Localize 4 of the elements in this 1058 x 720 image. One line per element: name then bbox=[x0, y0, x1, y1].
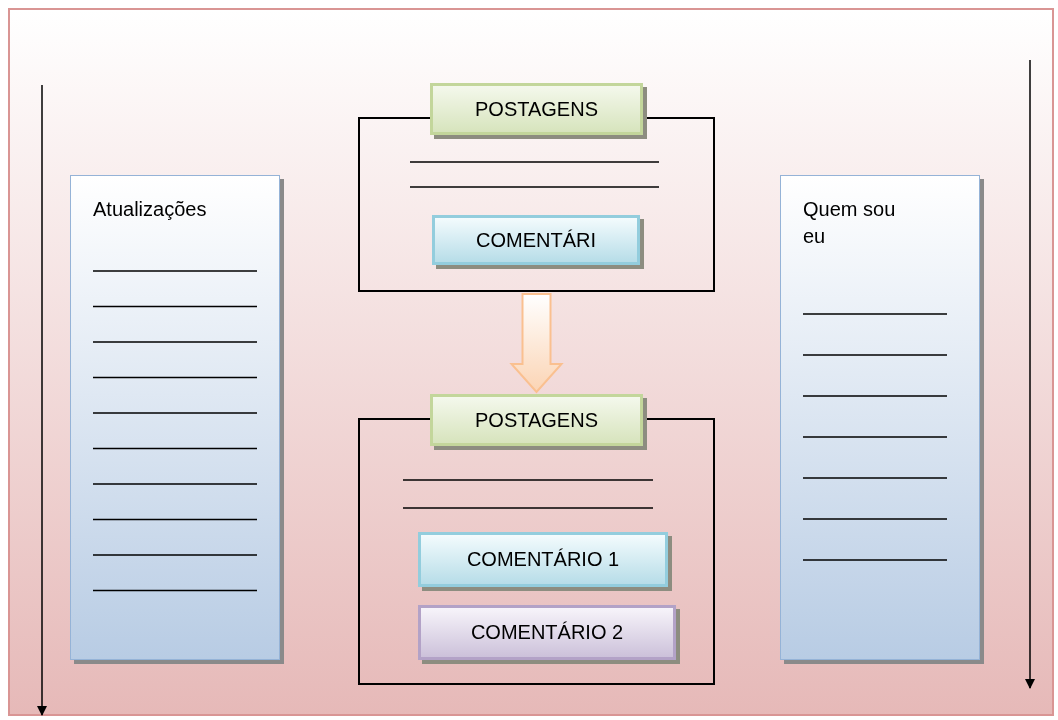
panel-heading: Atualizações bbox=[93, 197, 207, 222]
block-arrow bbox=[509, 293, 564, 394]
panel-heading: Quem sou eu bbox=[803, 197, 897, 249]
post-frame bbox=[358, 117, 715, 292]
